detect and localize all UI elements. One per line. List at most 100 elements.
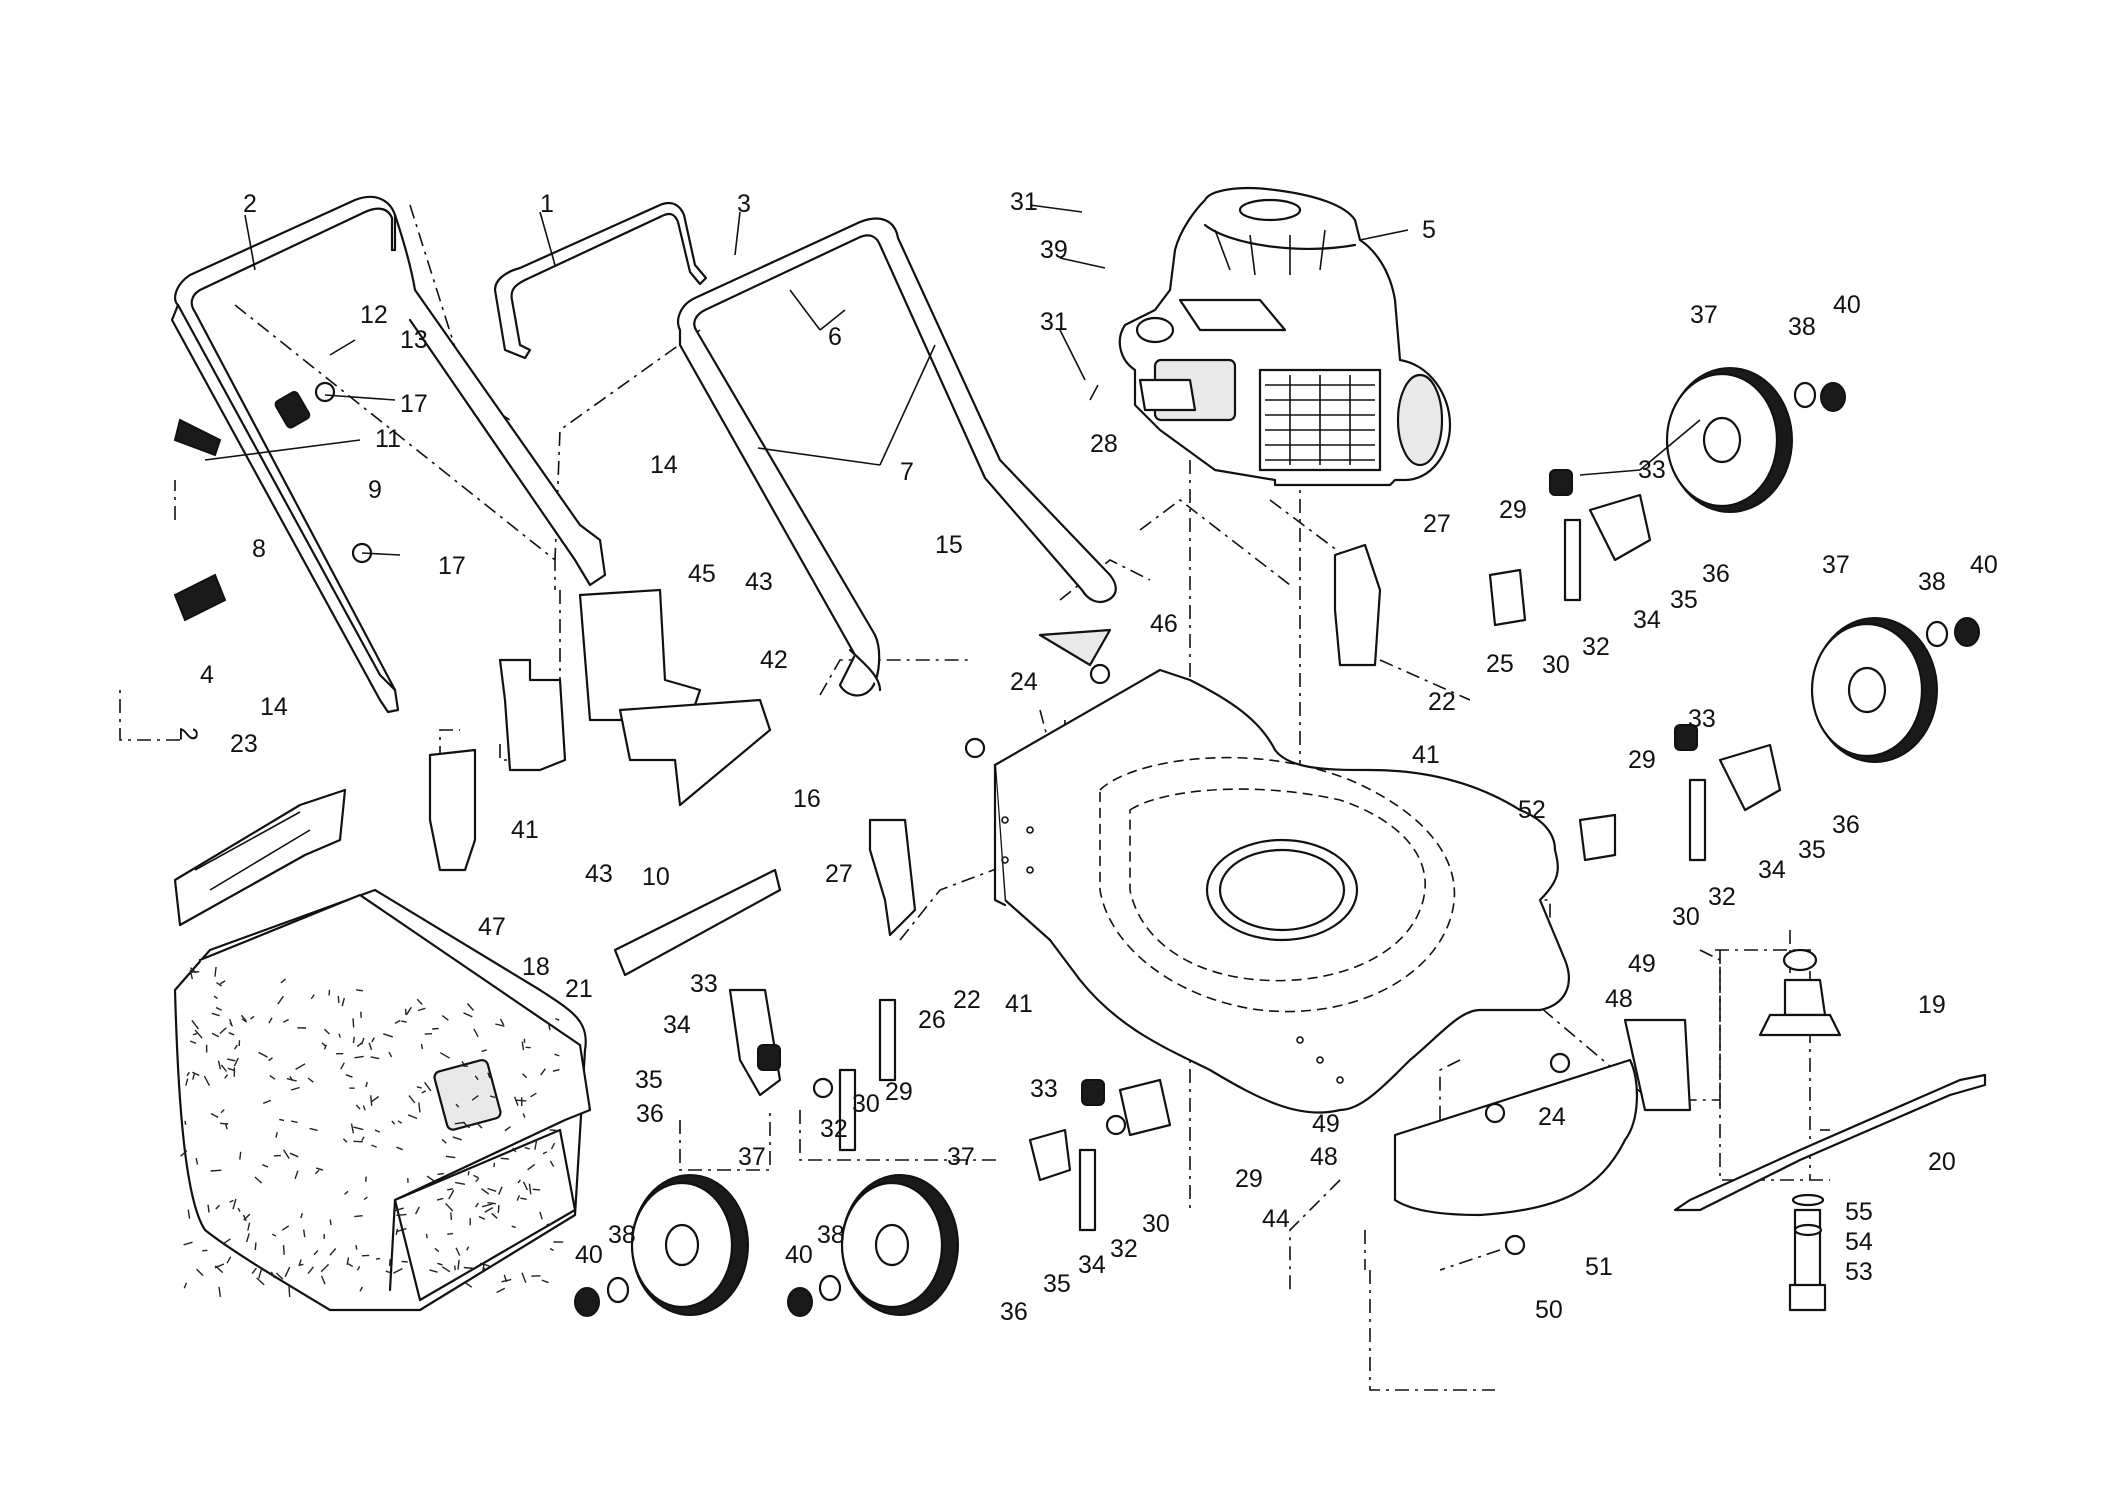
grass-texture-stroke [289, 1152, 299, 1158]
grass-texture-stroke [195, 1157, 199, 1165]
part-callout-c53: 53 [1845, 1258, 1873, 1286]
grass-texture-stroke [388, 1258, 391, 1266]
grass-texture-stroke [256, 1277, 265, 1286]
grass-texture-stroke [549, 1160, 555, 1167]
grass-texture-stroke [493, 1162, 496, 1168]
part-callout-c30b: 30 [1672, 903, 1700, 931]
grass-texture-stroke [473, 1174, 479, 1179]
grass-texture-stroke [394, 1019, 401, 1025]
grass-texture-stroke [546, 1222, 553, 1226]
grass-texture-stroke [520, 1197, 527, 1200]
grass-texture-stroke [353, 1140, 363, 1143]
grass-texture-stroke [213, 995, 218, 1000]
grass-texture-stroke [441, 1138, 447, 1144]
grass-texture-stroke [284, 1266, 291, 1278]
grass-texture-stroke [353, 1126, 364, 1131]
part-callout-c37a: 37 [1690, 301, 1718, 329]
grass-texture-stroke [478, 1215, 486, 1220]
part-callout-c8: 8 [252, 535, 266, 563]
part-callout-c26: 26 [918, 1006, 946, 1034]
grass-texture-stroke [425, 1233, 428, 1239]
part-callout-c14a: 14 [650, 451, 678, 479]
part-callout-c28: 28 [1090, 430, 1118, 458]
grass-texture-stroke [524, 1146, 530, 1150]
part-callout-c20: 20 [1928, 1148, 1956, 1176]
grass-texture-stroke [421, 1090, 427, 1094]
grass-texture-stroke [283, 1149, 290, 1159]
grass-texture-stroke [396, 1213, 407, 1217]
grass-texture-stroke [462, 1121, 471, 1129]
grass-texture-stroke [455, 1103, 460, 1108]
grass-texture-stroke [307, 1266, 314, 1275]
grass-texture-stroke [554, 1053, 560, 1057]
part-callout-c27b: 27 [825, 860, 853, 888]
grass-texture-stroke [240, 1014, 247, 1022]
part-callout-c35b: 35 [1798, 836, 1826, 864]
part-callout-c49b: 49 [1312, 1110, 1340, 1138]
grass-texture-stroke [191, 971, 200, 973]
part-callout-c3: 3 [737, 190, 751, 218]
grass-texture-stroke [527, 1163, 536, 1171]
part-callout-c38d: 38 [817, 1221, 845, 1249]
part-callout-c45: 45 [688, 560, 716, 588]
part-callout-c33b: 33 [1688, 705, 1716, 733]
grass-texture-stroke [251, 1267, 257, 1275]
grass-texture-stroke [185, 1078, 189, 1086]
grass-texture-stroke [323, 1028, 330, 1035]
part-callout-c11: 11 [375, 425, 401, 453]
grass-texture-stroke [203, 1075, 211, 1087]
grass-texture-stroke [291, 1120, 298, 1124]
part-callout-c50: 50 [1535, 1296, 1563, 1324]
part-callout-c43b: 43 [585, 860, 613, 888]
grass-texture-stroke [191, 1019, 200, 1030]
grass-texture-stroke [268, 1017, 273, 1024]
grass-texture-stroke [447, 1232, 454, 1235]
part-callout-c41c: 41 [1005, 990, 1033, 1018]
grass-texture-stroke [418, 1102, 421, 1113]
grass-texture-stroke [226, 1256, 232, 1264]
grass-texture-stroke [441, 1015, 449, 1021]
grass-texture-stroke [408, 1095, 416, 1104]
grass-texture-stroke [232, 1198, 237, 1210]
grass-texture-stroke [356, 1265, 361, 1271]
grass-texture-stroke [481, 1203, 493, 1208]
grass-texture-stroke [352, 1036, 355, 1044]
grass-texture-stroke [243, 1213, 251, 1221]
grass-texture-stroke [227, 1067, 235, 1072]
grass-texture-stroke [455, 1247, 461, 1256]
grass-texture-stroke [362, 1105, 366, 1111]
upper-handle-right [677, 217, 1117, 697]
grass-texture-stroke [407, 1114, 418, 1120]
grass-texture-stroke [457, 1259, 460, 1270]
grass-texture-stroke [224, 1074, 229, 1079]
grass-texture-stroke [549, 1247, 554, 1252]
grass-texture-stroke [522, 1113, 526, 1118]
part-callout-c24b: 24 [1538, 1103, 1566, 1131]
part-callout-c34d: 34 [1078, 1251, 1106, 1279]
grass-texture-stroke [521, 1272, 527, 1283]
part-callout-c32a: 32 [1582, 633, 1610, 661]
grass-texture-stroke [271, 1233, 277, 1237]
grass-texture-stroke [361, 1136, 365, 1142]
grass-texture-stroke [215, 1204, 221, 1210]
grass-texture-stroke [214, 1263, 225, 1269]
grass-texture-stroke [480, 1188, 490, 1195]
grass-texture-stroke [280, 978, 287, 984]
grass-texture-stroke [552, 1069, 560, 1072]
grass-texture-stroke [363, 1196, 368, 1201]
grass-texture-stroke [361, 1037, 365, 1045]
part-callout-c41b: 41 [511, 816, 539, 844]
grass-texture-stroke [337, 995, 340, 1003]
grass-texture-stroke [424, 1081, 432, 1092]
grass-texture-stroke [229, 1199, 234, 1203]
grass-texture-stroke [539, 1211, 543, 1220]
grass-texture-stroke [227, 1058, 236, 1062]
grass-texture-stroke [503, 1274, 508, 1283]
part-callout-c36a: 36 [1702, 560, 1730, 588]
grass-texture-stroke [315, 1167, 324, 1171]
grass-chute [173, 788, 347, 927]
grass-texture-stroke [473, 1028, 479, 1038]
grass-texture-stroke [521, 1041, 525, 1051]
part-callout-c4: 4 [200, 661, 214, 689]
grass-texture-stroke [329, 1248, 337, 1256]
